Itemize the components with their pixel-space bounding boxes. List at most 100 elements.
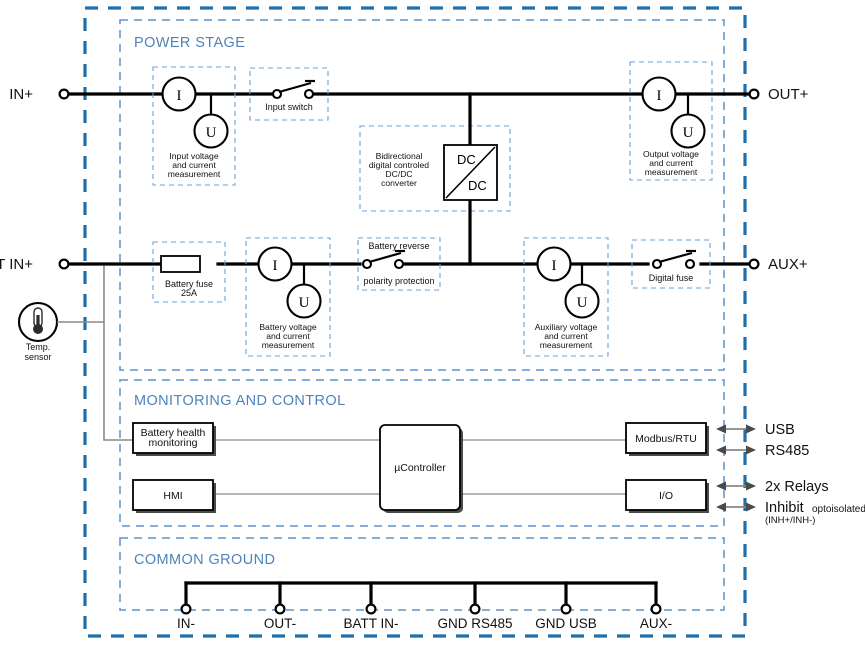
- battery-measurement-boundary: [245, 237, 331, 357]
- aux-meas-caption-3: measurement: [540, 340, 593, 350]
- battery-health-box: [132, 422, 214, 454]
- ground-dot-rs485[interactable]: [469, 603, 481, 615]
- ground-dot-aux[interactable]: [650, 603, 662, 615]
- ground-dot-usb[interactable]: [560, 603, 572, 615]
- dcdc-caption-1: Bidirectional: [376, 151, 423, 161]
- battery-fuse-boundary: [152, 241, 226, 303]
- ground-label-usb: GND USB: [535, 616, 597, 631]
- digital-fuse-label: Digital fuse: [649, 273, 694, 283]
- terminal-aux-plus-dot[interactable]: [748, 258, 760, 270]
- input-meas-caption-2: and current: [172, 160, 216, 170]
- input-voltage-symbol: U: [206, 125, 217, 141]
- input-switch-blade: [278, 81, 312, 94]
- mcu-label: µController: [394, 462, 446, 474]
- battery-fuse-symbol: [160, 255, 201, 273]
- modbus-label: Modbus/RTU: [635, 433, 697, 445]
- battery-health-signal-wire: [103, 266, 133, 441]
- arrow-left-usb: [716, 424, 726, 434]
- modbus-block[interactable]: Modbus/RTU: [625, 422, 709, 456]
- arrow-right-usb: [746, 424, 756, 434]
- dcdc-caption-3: DC/DC: [385, 169, 412, 179]
- ground-dot-in[interactable]: [180, 603, 192, 615]
- battery-meas-caption-2: and current: [266, 331, 310, 341]
- digital-fuse-pole-right: [684, 258, 696, 270]
- aux-current-meter: [536, 246, 572, 282]
- interface-sub-inhibit: (INH+/INH-): [765, 515, 815, 526]
- digital-fuse-boundary: [631, 239, 711, 289]
- battery-measurement-block: I U Battery voltage and current measurem…: [245, 237, 331, 357]
- aux-voltage-symbol: U: [577, 295, 588, 311]
- interface-label-relays: 2x Relays: [765, 479, 829, 495]
- reverse-polarity-caption-top: Battery reverse: [368, 241, 429, 251]
- battery-health-label-2: monitoring: [148, 437, 197, 449]
- arrow-right-inhibit: [746, 502, 756, 512]
- terminal-aux-plus-label: AUX+: [768, 256, 808, 273]
- ground-dot-out[interactable]: [274, 603, 286, 615]
- input-switch-boundary: [249, 67, 329, 121]
- ground-terminals: IN- OUT- BATT IN- GND RS485 GND USB AUX-: [177, 581, 672, 631]
- battery-fuse-caption-2: 25A: [181, 288, 197, 298]
- aux-meas-caption-1: Auxiliary voltage: [535, 322, 598, 332]
- aux-voltage-meter: [564, 283, 600, 319]
- reverse-switch-pole-right: [393, 258, 405, 270]
- aux-measurement-boundary: [523, 237, 609, 357]
- battery-health-label-1: Battery health: [141, 427, 206, 439]
- terminal-out-plus-dot[interactable]: [748, 88, 760, 100]
- battery-fuse-block: Battery fuse 25A: [152, 241, 226, 303]
- ground-label-rs485: GND RS485: [437, 616, 512, 631]
- input-meas-caption-3: measurement: [168, 169, 221, 179]
- dcdc-boundary: [359, 125, 511, 212]
- hmi-block[interactable]: HMI: [132, 479, 216, 513]
- temp-sensor-label-1: Temp.: [26, 342, 51, 352]
- io-block[interactable]: I/O: [625, 479, 709, 513]
- temp-sensor-block: Temp. sensor: [17, 301, 104, 362]
- power-stage-title: POWER STAGE: [134, 35, 245, 51]
- arrow-right-relays: [746, 481, 756, 491]
- input-current-meter: [161, 76, 197, 112]
- terminal-in-plus-dot[interactable]: [58, 88, 70, 100]
- ground-label-in: IN-: [177, 616, 195, 631]
- external-interface-arrows: [716, 424, 756, 512]
- input-measurement-boundary: [152, 66, 236, 186]
- output-current-symbol: I: [657, 88, 662, 104]
- arrow-right-rs485: [746, 445, 756, 455]
- output-voltage-meter: [670, 113, 706, 149]
- terminal-batt-in-plus-label: BATT IN+: [0, 256, 33, 273]
- output-measurement-block: I U Output voltage and current measureme…: [629, 61, 713, 181]
- terminal-batt-in-plus-dot[interactable]: [58, 258, 70, 270]
- reverse-polarity-caption-bottom: polarity protection: [363, 276, 434, 286]
- terminal-in-plus-label: IN+: [9, 86, 33, 103]
- output-meas-caption-2: and current: [649, 158, 693, 168]
- dcdc-caption-4: converter: [381, 178, 417, 188]
- modbus-box: [625, 422, 707, 454]
- output-meas-caption-1: Output voltage: [643, 149, 699, 159]
- battery-current-symbol: I: [273, 258, 278, 274]
- aux-current-symbol: I: [552, 258, 557, 274]
- terminal-out-plus-label: OUT+: [768, 86, 809, 103]
- battery-voltage-symbol: U: [299, 295, 310, 311]
- battery-voltage-meter: [286, 283, 322, 319]
- battery-fuse-caption-1: Battery fuse: [165, 279, 213, 289]
- output-meas-caption-3: measurement: [645, 167, 698, 177]
- ground-dot-batt[interactable]: [365, 603, 377, 615]
- hmi-label: HMI: [163, 490, 182, 502]
- input-meas-caption-1: Input voltage: [169, 151, 218, 161]
- interface-label-usb: USB: [765, 422, 795, 438]
- arrow-left-relays: [716, 481, 726, 491]
- mcu-block[interactable]: µController: [379, 424, 463, 513]
- dcdc-symbol-top: DC: [457, 152, 476, 167]
- hmi-box: [132, 479, 214, 511]
- reverse-polarity-block: Battery reverse polarity protection: [357, 237, 441, 291]
- ground-label-aux: AUX-: [640, 616, 672, 631]
- input-measurement-block: I U Input voltage and current measuremen…: [152, 66, 236, 186]
- output-voltage-symbol: U: [683, 125, 694, 141]
- mcu-box: [379, 424, 461, 511]
- digital-fuse-block: Digital fuse: [631, 239, 711, 289]
- reverse-polarity-boundary: [357, 237, 441, 291]
- input-switch-block: Input switch: [249, 67, 329, 121]
- battery-health-block[interactable]: Battery health monitoring: [132, 422, 216, 456]
- input-voltage-meter: [193, 113, 229, 149]
- output-current-meter: [641, 76, 677, 112]
